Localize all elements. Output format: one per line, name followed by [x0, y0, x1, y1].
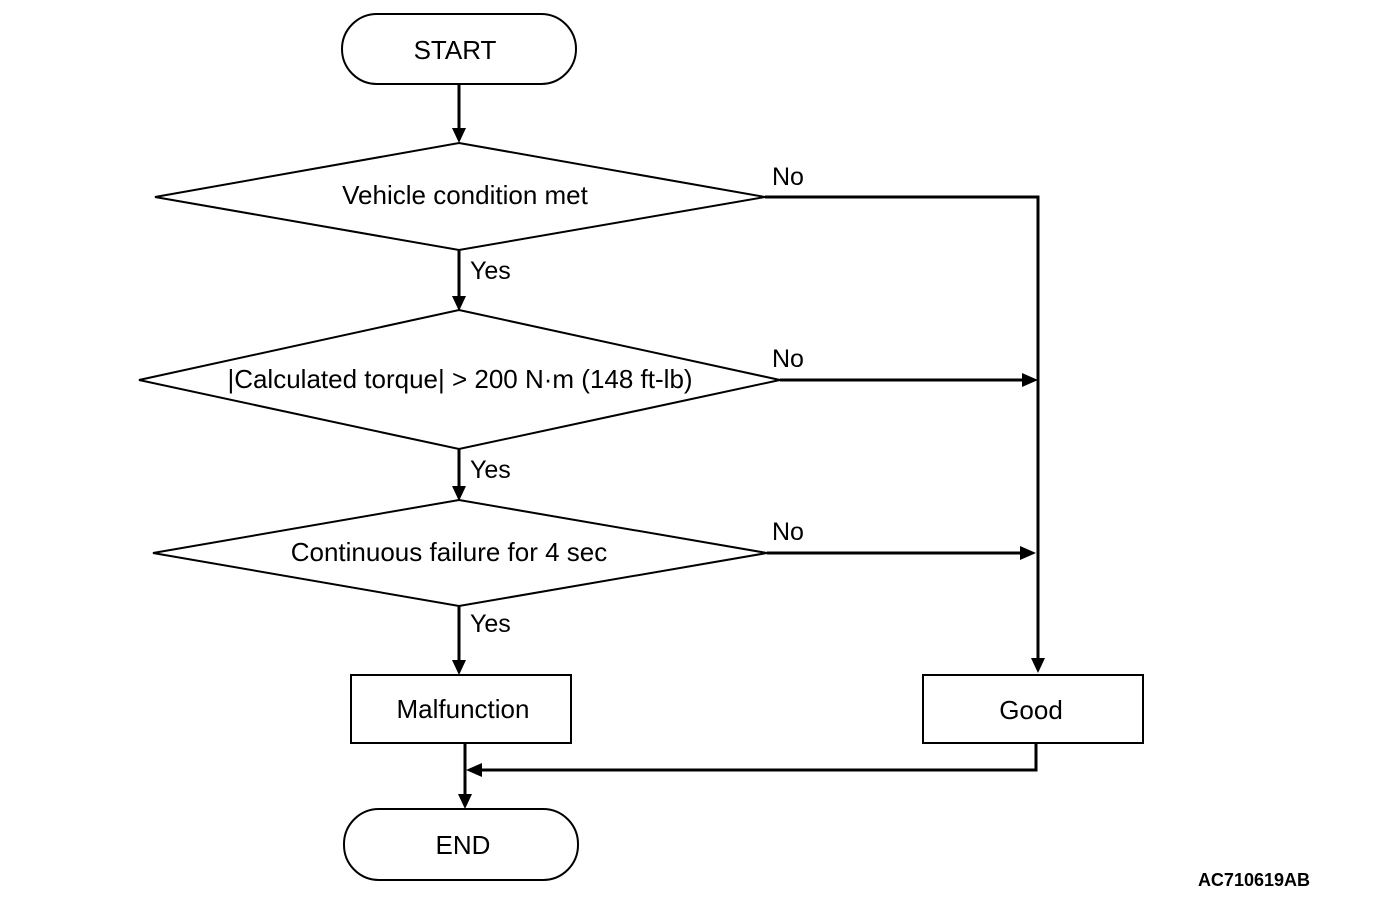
good-box	[922, 674, 1144, 744]
arrowhead-to-good	[1031, 658, 1045, 673]
arrowheads	[452, 128, 1045, 809]
edge-label-torque-yes: Yes	[470, 456, 511, 484]
arrowhead-to-continuous	[452, 486, 466, 501]
arrowhead-continuous-no	[1020, 546, 1036, 560]
continuous-failure-label: Continuous failure for 4 sec	[291, 537, 608, 567]
calculated-torque-label: |Calculated torque| > 200 N·m (148 ft-lb…	[227, 364, 692, 394]
reference-code: AC710619AB	[1198, 870, 1310, 890]
start-label: START	[414, 35, 497, 65]
end-terminal	[343, 808, 579, 881]
arrowhead-to-torque	[452, 296, 466, 311]
arrowhead-torque-no	[1022, 373, 1038, 387]
good-label: Good	[999, 695, 1063, 725]
connector-good-to-merge	[482, 743, 1038, 772]
arrowhead-to-malfunction	[452, 660, 466, 675]
arrowhead-merge	[466, 763, 482, 777]
end-label: END	[436, 830, 491, 860]
edge-label-vehicle-yes: Yes	[470, 257, 511, 285]
arrowhead-to-vehicle	[452, 128, 466, 143]
malfunction-box	[350, 674, 572, 744]
connector-vehicle-no	[765, 195, 1040, 660]
connectors	[457, 84, 1040, 796]
vehicle-condition-label: Vehicle condition met	[342, 180, 588, 210]
edge-label-continuous-no: No	[772, 518, 804, 546]
edge-label-torque-no: No	[772, 345, 804, 373]
edge-label-vehicle-no: No	[772, 163, 804, 191]
arrowhead-to-end	[458, 794, 472, 809]
edge-label-continuous-yes: Yes	[470, 610, 511, 638]
malfunction-label: Malfunction	[397, 694, 530, 724]
